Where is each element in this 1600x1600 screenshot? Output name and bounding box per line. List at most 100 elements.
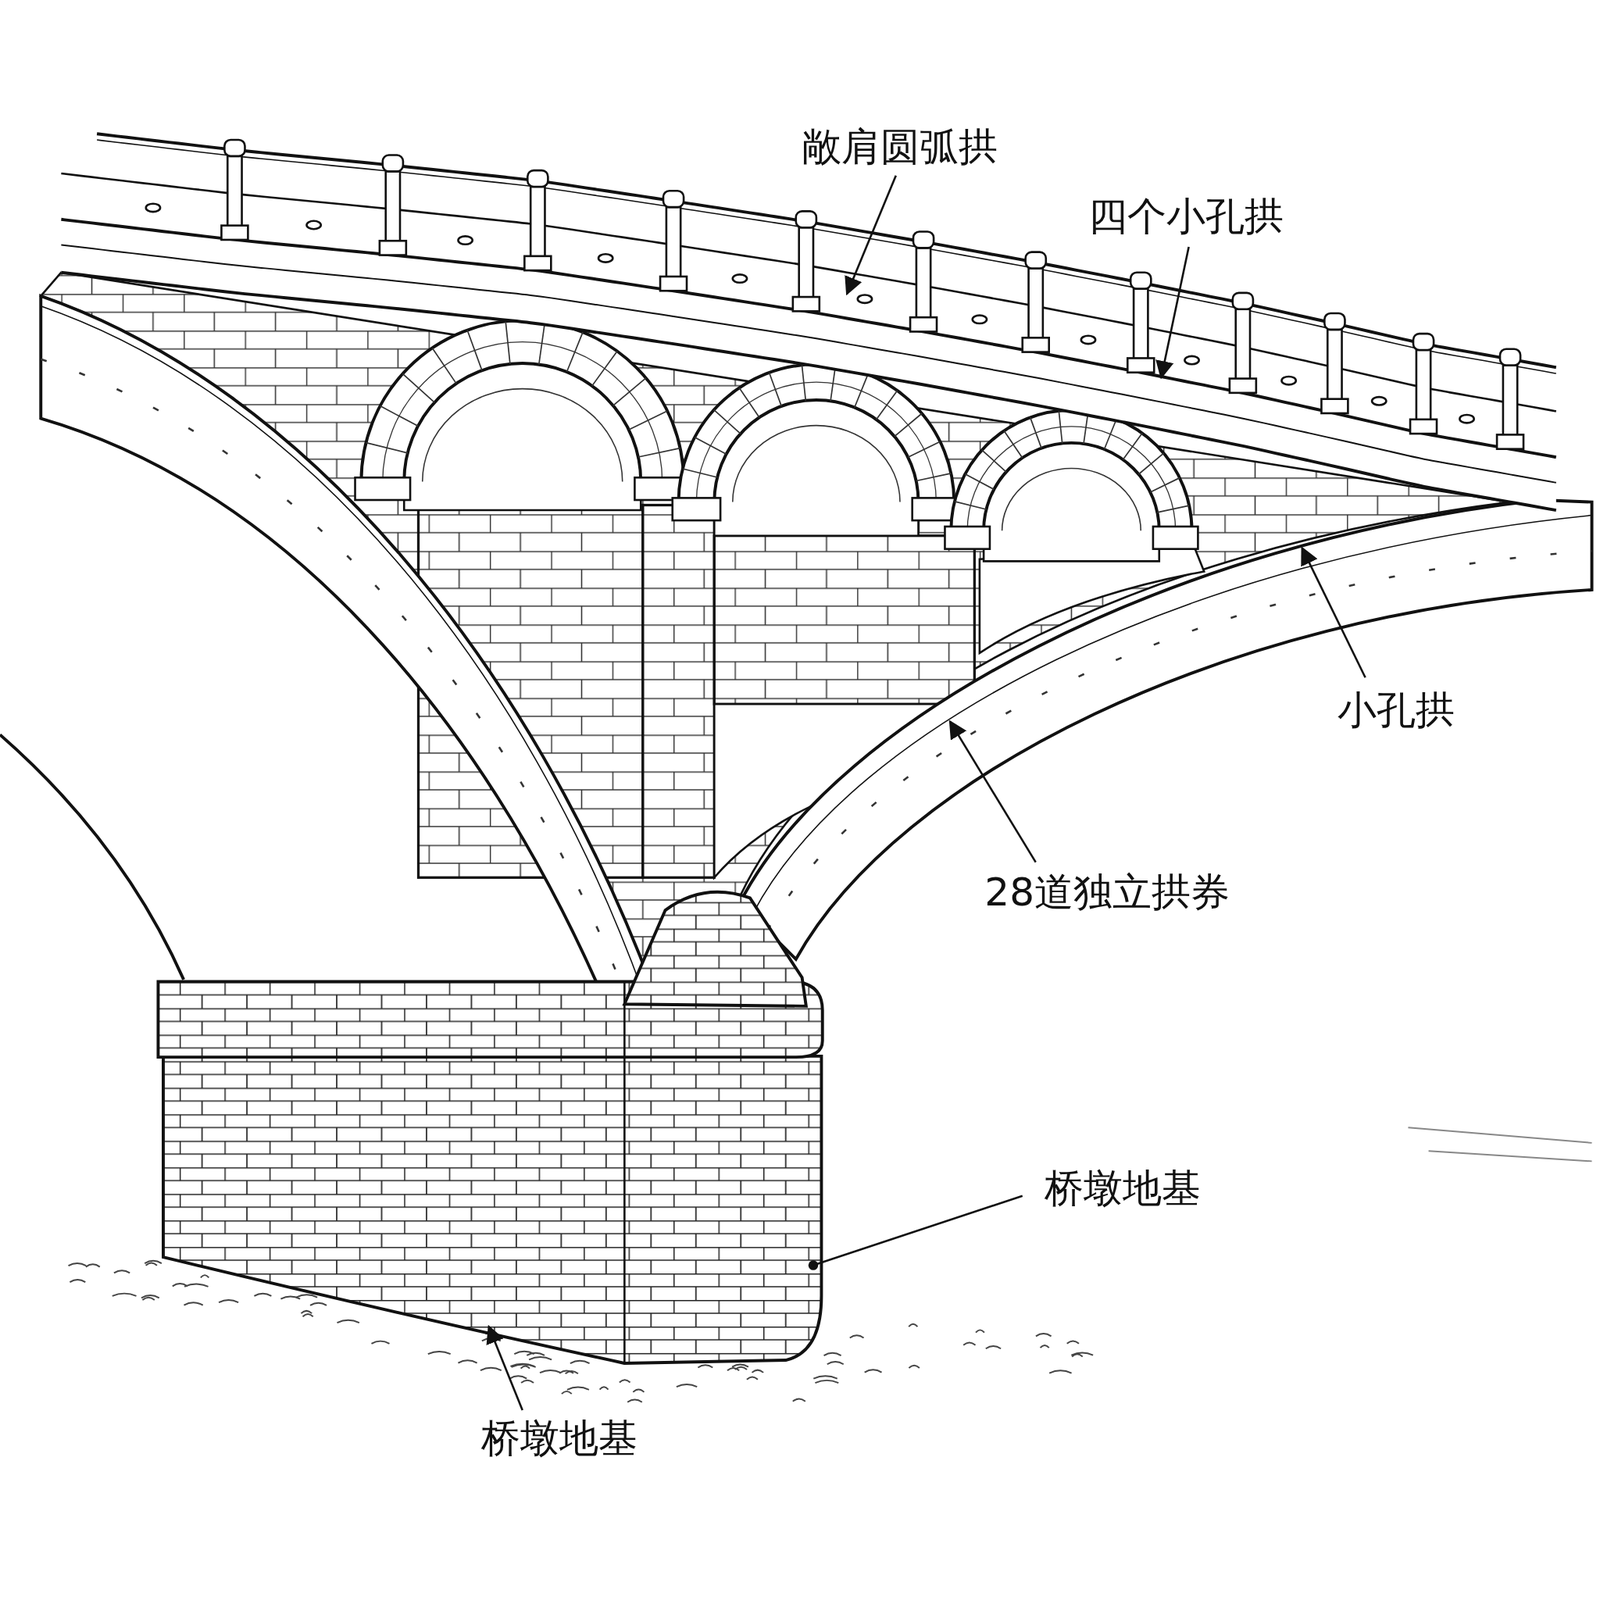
ground-rubble — [975, 1329, 985, 1333]
small-arches — [801, 364, 806, 400]
small-arches — [613, 378, 647, 406]
bridge-deck — [379, 155, 407, 256]
bridge-deck — [530, 186, 545, 261]
bridge-deck — [792, 296, 820, 311]
small-arches — [467, 330, 483, 372]
bridge-deck — [221, 225, 248, 240]
leader-lines — [950, 721, 1036, 862]
small-arches — [1030, 417, 1042, 448]
ground-rubble — [539, 1370, 561, 1373]
main-arches — [767, 550, 1592, 931]
small-arches — [982, 450, 1007, 472]
bridge-deck — [1235, 309, 1250, 383]
bridge-deck — [1127, 272, 1154, 373]
small-arches — [628, 410, 668, 430]
ground-rubble — [627, 1400, 643, 1403]
ground-rubble — [85, 1264, 100, 1267]
small-arches — [638, 448, 681, 458]
bridge-deck — [598, 253, 613, 262]
ground-rubble — [428, 1351, 451, 1354]
small-arches — [682, 468, 718, 478]
ground-rubble — [792, 1398, 806, 1401]
small-arches — [694, 437, 726, 454]
ground-rubble — [751, 1370, 764, 1373]
small-arches — [422, 389, 623, 483]
bridge-deck — [60, 219, 1556, 458]
bridge-deck — [60, 272, 1556, 511]
leader-lines — [1302, 547, 1366, 678]
small-arches — [854, 374, 868, 408]
leader-lines — [813, 1196, 1023, 1266]
bridge-deck — [1184, 356, 1199, 365]
pier-foundation-label: 桥墩地基 — [476, 1414, 643, 1464]
small-arches — [769, 372, 783, 407]
bridge-deck — [382, 155, 404, 172]
ground-rubble — [296, 1294, 318, 1297]
ground-rubble — [184, 1284, 208, 1287]
bridge-deck — [1496, 349, 1524, 450]
bridge-deck — [1022, 252, 1050, 353]
small-arches — [380, 406, 418, 427]
arch-ring-label: 28道独立拱券 — [979, 868, 1235, 918]
small-arches — [739, 387, 760, 418]
pier-foundation-label: 桥墩地基 — [1039, 1164, 1206, 1214]
small-arches — [967, 426, 1175, 531]
ground-rubble — [1071, 1353, 1083, 1357]
bridge-deck — [60, 173, 1556, 411]
small-arches — [402, 373, 435, 403]
small-arches — [566, 332, 583, 372]
bridge-deck — [60, 133, 1556, 511]
small-arches — [732, 425, 900, 503]
ground-rubble — [567, 1387, 590, 1390]
small-arches — [672, 497, 721, 521]
small-arches — [1122, 432, 1143, 460]
small-arches — [830, 365, 836, 401]
bridge-deck — [1028, 268, 1043, 343]
ground-rubble — [827, 1361, 844, 1365]
bridge-deck — [385, 171, 400, 245]
bridge-deck — [224, 139, 245, 157]
small-arches — [916, 473, 952, 482]
main-arches — [739, 500, 1593, 960]
main-arches — [753, 515, 1593, 914]
ground-rubble — [1049, 1370, 1072, 1373]
leader-lines — [846, 175, 897, 295]
spandrel-masonry — [714, 535, 975, 705]
bridge-deck — [732, 274, 747, 283]
ground-rubble — [514, 1351, 535, 1354]
spandrel-masonry — [642, 505, 715, 879]
small-arches — [360, 320, 684, 482]
ground-rubble — [68, 1263, 87, 1266]
ground-rubble — [482, 1338, 501, 1341]
ground-rubble — [172, 1283, 188, 1286]
small-arches — [1153, 526, 1198, 550]
ground-rubble — [1040, 1345, 1050, 1348]
ground-rubble — [746, 1376, 758, 1379]
ground-rubble — [480, 1367, 502, 1371]
ground-rubble — [371, 1341, 390, 1344]
pier — [623, 1057, 626, 1364]
main-arches — [40, 306, 643, 993]
ground-rubble — [114, 1270, 130, 1273]
ground-rubble — [521, 1380, 534, 1383]
bridge-deck — [660, 190, 687, 291]
bridge-deck — [1133, 289, 1148, 363]
bridge-deck — [1327, 329, 1342, 404]
bridge-deck — [1130, 272, 1151, 290]
bridge-deck — [666, 207, 681, 281]
small-arches — [714, 410, 741, 435]
bridge-deck — [221, 139, 248, 240]
small-arches — [944, 526, 990, 550]
bridge-deck — [916, 247, 931, 322]
small-arches — [432, 347, 457, 383]
bridge-deck — [1459, 414, 1474, 423]
bridge-deck — [1410, 419, 1437, 434]
ground-rubble — [457, 1360, 477, 1363]
small-arches — [539, 321, 546, 365]
pier — [157, 892, 1592, 1364]
bridge-deck — [146, 203, 161, 212]
small-arches — [592, 351, 618, 386]
ground-rubble — [1067, 1341, 1079, 1344]
leader-lines — [1160, 246, 1189, 378]
